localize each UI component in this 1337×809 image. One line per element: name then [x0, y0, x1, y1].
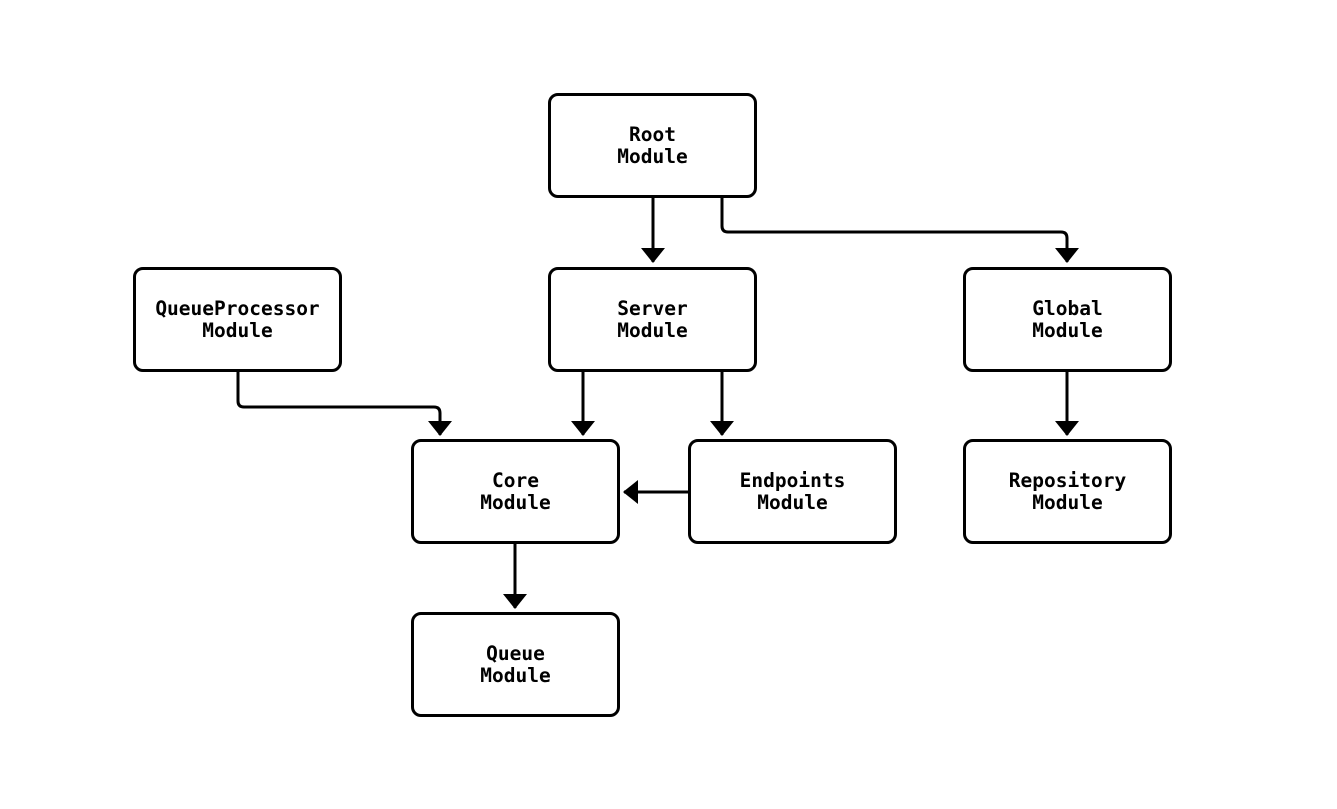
node-root-module-label: Root Module: [617, 122, 688, 168]
node-repository-module: Repository Module: [963, 439, 1172, 544]
node-queue-module-label: Queue Module: [480, 641, 551, 687]
node-core-module: Core Module: [411, 439, 620, 544]
edge-root-global: [720, 198, 1079, 263]
node-global-module: Global Module: [963, 267, 1172, 372]
node-server-module: Server Module: [548, 267, 757, 372]
node-queue-processor-module: QueueProcessor Module: [133, 267, 342, 372]
node-core-module-label: Core Module: [480, 468, 551, 514]
edge-queue-processor-core: [236, 372, 452, 436]
node-global-module-label: Global Module: [1032, 296, 1103, 342]
node-repository-module-label: Repository Module: [1008, 468, 1127, 514]
node-endpoints-module-label: Endpoints Module: [739, 468, 846, 514]
node-server-module-label: Server Module: [617, 296, 688, 342]
node-endpoints-module: Endpoints Module: [688, 439, 897, 544]
node-root-module: Root Module: [548, 93, 757, 198]
node-queue-processor-module-label: QueueProcessor Module: [155, 296, 320, 342]
node-queue-module: Queue Module: [411, 612, 620, 717]
